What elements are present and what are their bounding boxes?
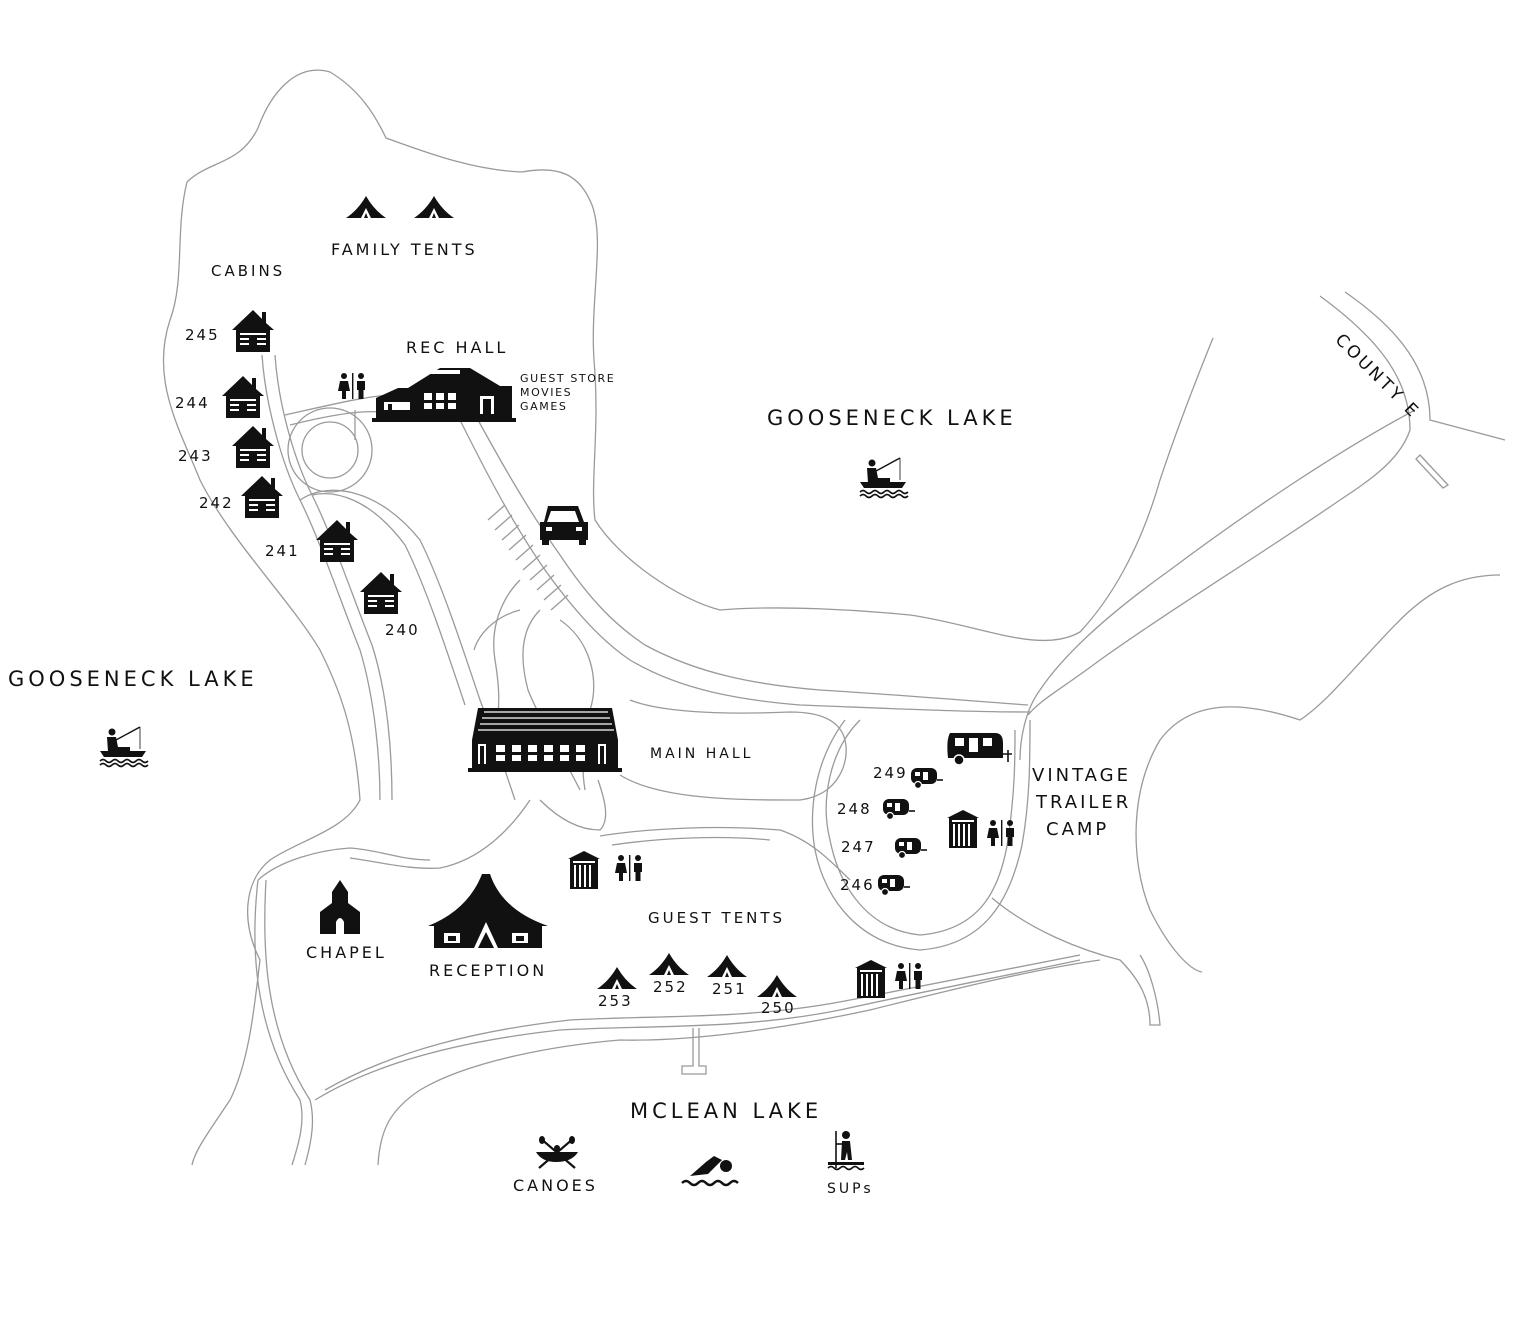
cabin-number: 242 [199, 494, 234, 512]
main-hall-building-icon [468, 708, 622, 772]
rec-hall-amenity: MOVIES [520, 386, 573, 399]
cabin-icon [241, 476, 283, 518]
area-label-rec-hall: REC HALL [406, 338, 509, 357]
shed-icon [568, 851, 600, 889]
fishing-icon [859, 457, 909, 499]
tent-number: 252 [653, 978, 688, 996]
restroom-icon [895, 963, 922, 989]
tent-icon [649, 953, 689, 975]
trailer-icon [882, 798, 916, 821]
tent-number: 251 [712, 980, 747, 998]
rec-hall-amenity: GAMES [520, 400, 568, 413]
cabin-icon [232, 426, 274, 468]
activity-label-sups: SUPs [827, 1181, 874, 1197]
cabin-number: 244 [175, 394, 210, 412]
rec-hall-amenity: GUEST STORE [520, 372, 616, 385]
area-label-family-tents: FAMILY TENTS [331, 240, 478, 259]
cabin-icon [360, 572, 402, 614]
area-label-chapel: CHAPEL [306, 943, 387, 962]
tent-number: 253 [598, 992, 633, 1010]
tent-icon [597, 967, 637, 989]
shed-icon [855, 960, 887, 998]
canoe-icon [536, 1136, 578, 1169]
fishing-icon [99, 726, 149, 768]
trailer-icon [910, 767, 944, 790]
vintage-trailer-icon [947, 733, 1012, 766]
lake-label-northeast: GOOSENECK LAKE [767, 406, 1017, 430]
restroom-icon [338, 373, 365, 399]
shed-icon [947, 810, 979, 848]
area-label-main-hall: MAIN HALL [650, 746, 754, 762]
area-label-reception: RECEPTION [429, 961, 548, 980]
area-label-vintage: VINTAGE [1032, 765, 1132, 786]
cabin-number: 240 [385, 621, 420, 639]
cabin-number: 245 [185, 326, 220, 344]
restroom-icon [987, 820, 1014, 846]
rec-hall-building-icon [372, 368, 516, 422]
tent-icon [707, 955, 747, 977]
cabin-number: 241 [265, 542, 300, 560]
cabin-icon [232, 310, 274, 352]
lake-label-west: GOOSENECK LAKE [8, 667, 258, 691]
road-network [162, 69, 1506, 1166]
area-label-guest-tents: GUEST TENTS [648, 909, 786, 927]
car-icon [540, 506, 588, 545]
tent-icon [346, 196, 386, 218]
trailer-icon [877, 874, 911, 897]
trailer-number: 249 [873, 764, 908, 782]
trailer-icon [894, 837, 928, 860]
area-label-cabins: CABINS [211, 262, 286, 280]
area-label-camp: CAMP [1046, 819, 1110, 840]
paddleboard-icon [827, 1131, 865, 1171]
swimmer-icon [681, 1156, 739, 1187]
trailer-number: 247 [841, 838, 876, 856]
trailer-number: 246 [840, 876, 875, 894]
lake-label-south: MCLEAN LAKE [630, 1099, 823, 1123]
cabin-icon [316, 520, 358, 562]
area-label-trailer: TRAILER [1036, 792, 1132, 813]
tent-icon [414, 196, 454, 218]
trailer-number: 248 [837, 800, 872, 818]
chapel-icon [320, 880, 360, 934]
tent-icon [757, 975, 797, 997]
activity-label-canoes: CANOES [513, 1176, 598, 1195]
cabin-icon [222, 376, 264, 418]
restroom-icon [615, 855, 642, 881]
cabin-number: 243 [178, 447, 213, 465]
reception-tent-icon [428, 874, 548, 948]
tent-number: 250 [761, 999, 796, 1017]
